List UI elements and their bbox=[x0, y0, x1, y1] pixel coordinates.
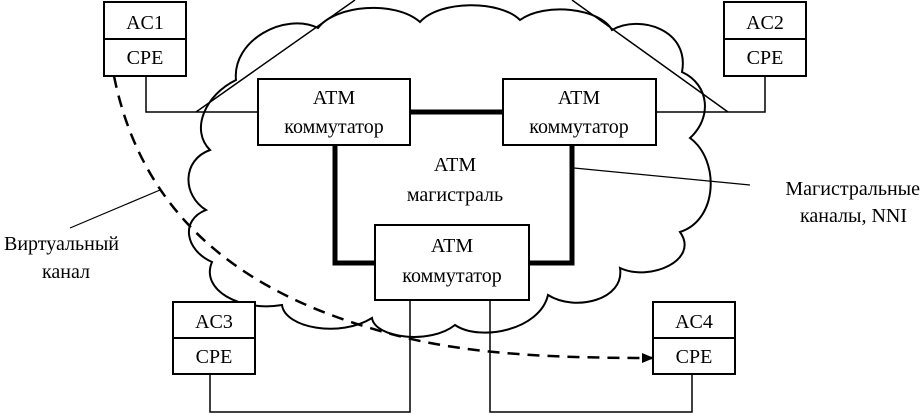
backbone-line1: ATM bbox=[434, 154, 476, 176]
switch-left-line2: коммутатор bbox=[284, 116, 383, 138]
switch-bottom-line1: ATM bbox=[431, 235, 473, 257]
switch-bottom-line2: коммутатор bbox=[402, 265, 501, 287]
ac2-label: AC2 bbox=[746, 12, 784, 34]
ac4-link bbox=[489, 300, 693, 413]
trunk-right-bottom bbox=[529, 145, 575, 266]
network-cloud bbox=[187, 4, 712, 338]
atm-switch-right: ATM коммутатор bbox=[502, 78, 657, 146]
ac4-cpe-label: CPE bbox=[676, 346, 713, 368]
ac3-label: AC3 bbox=[195, 311, 233, 333]
ac1-label: AC1 bbox=[126, 12, 164, 34]
trunks-pointer-line bbox=[573, 167, 751, 186]
trunks-label-line1: Магистральные bbox=[785, 178, 920, 200]
switch-right-line2: коммутатор bbox=[529, 116, 628, 138]
ac4-label: AC4 bbox=[675, 311, 713, 333]
access-node-ac3: AC3 CPE bbox=[172, 301, 256, 375]
top-right-diagonal-line bbox=[571, 0, 729, 113]
ac3-cpe-label: CPE bbox=[196, 346, 233, 368]
ac2-cpe-label: CPE bbox=[747, 47, 784, 69]
vc-pointer-line bbox=[69, 189, 161, 229]
ac1-cpe-label: CPE bbox=[127, 47, 164, 69]
backbone-line2: магистраль bbox=[407, 184, 503, 206]
atm-switch-bottom: ATM коммутатор bbox=[374, 224, 530, 301]
atm-switch-left: ATM коммутатор bbox=[257, 78, 411, 146]
top-left-diagonal-line bbox=[195, 0, 356, 113]
access-node-ac1: AC1 CPE bbox=[103, 1, 187, 77]
access-node-ac2: AC2 CPE bbox=[723, 1, 807, 77]
vc-label-line1: Виртуальный bbox=[4, 233, 119, 255]
access-node-ac4: AC4 CPE bbox=[652, 301, 736, 375]
ac2-link bbox=[656, 76, 766, 113]
switch-right-line1: ATM bbox=[558, 87, 600, 109]
virtual-channel-path bbox=[112, 75, 654, 363]
ac3-link bbox=[209, 300, 411, 413]
vc-label-line2: канал bbox=[42, 261, 90, 283]
trunk-left-bottom bbox=[332, 145, 375, 266]
switch-left-line1: ATM bbox=[313, 87, 355, 109]
trunks-label-line2: каналы, NNI bbox=[800, 205, 907, 227]
ac1-link bbox=[145, 76, 258, 113]
